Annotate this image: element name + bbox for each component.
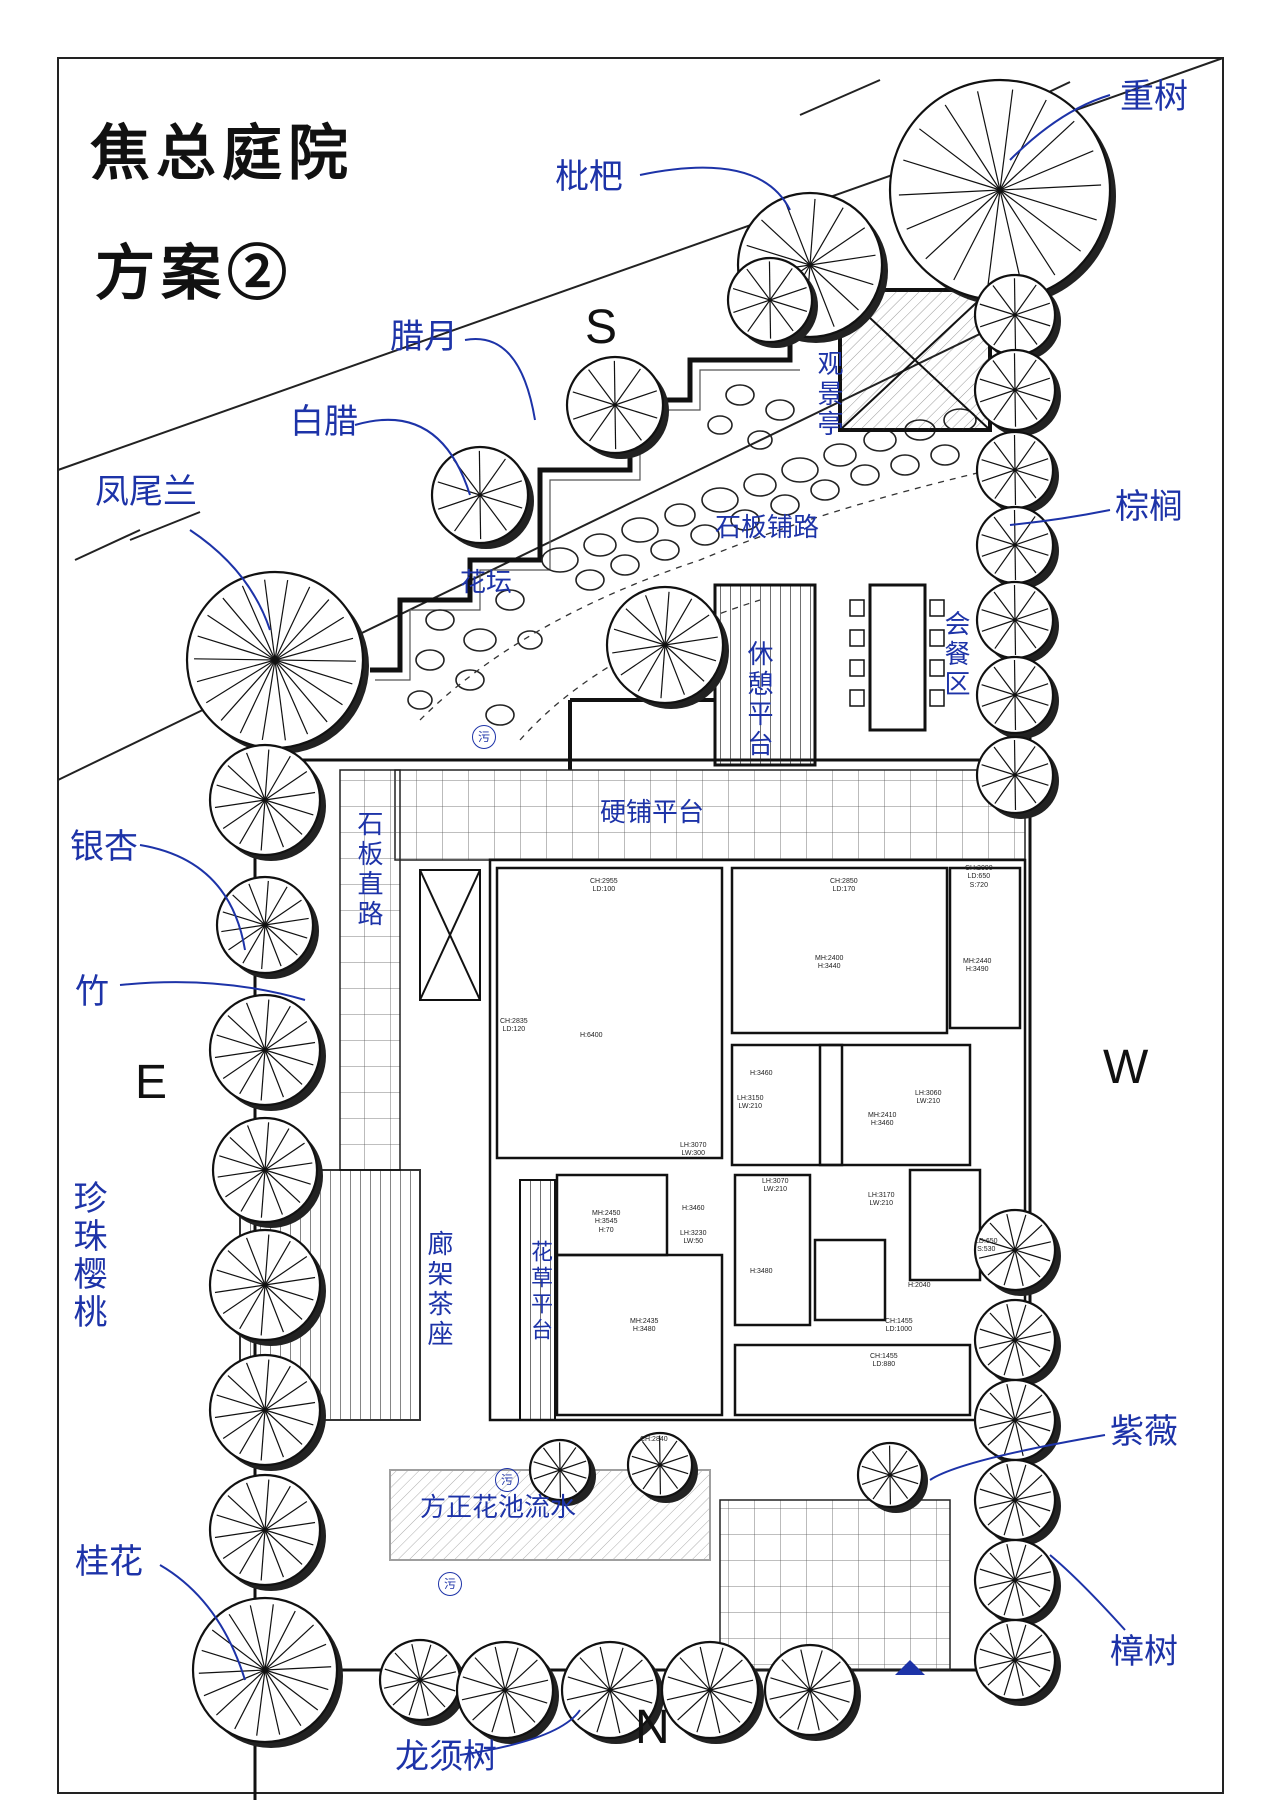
room-note: H:6400: [580, 1032, 603, 1040]
room-note: LH:3170 LW:210: [868, 1192, 894, 1209]
room-note: LD:650 S:530: [975, 1238, 998, 1255]
tree-branch: [1015, 315, 1016, 352]
label-bamboo: 竹: [75, 975, 109, 1009]
label-pavilion: 观景亭: [815, 350, 841, 440]
tree-branch: [615, 405, 616, 449]
room-note: MH:2435 H:3480: [630, 1318, 658, 1335]
label-osmanthus: 桂花: [75, 1545, 143, 1579]
tree-branch: [769, 261, 770, 300]
room-note: LH:3060 LW:210: [915, 1090, 941, 1107]
room-note: CH:2835 LD:120: [500, 1018, 528, 1035]
label-rest-platform: 休憩平台: [745, 640, 771, 760]
tree-branch: [479, 451, 480, 495]
plan-subtitle: 方案②: [95, 225, 293, 312]
room-note: LH:3070 LW:300: [680, 1142, 706, 1159]
room-note: CH:2955 LD:100: [590, 878, 618, 895]
tree-branch: [1015, 390, 1016, 427]
house-plan: [490, 860, 1025, 1420]
label-camphor: 樟树: [1110, 1635, 1178, 1669]
sewer-mark: 污: [438, 1572, 462, 1596]
room-note: H:3480: [750, 1268, 773, 1276]
label-hard-platform: 硬铺平台: [600, 800, 704, 826]
compass-north: N: [635, 1700, 670, 1755]
room-note: H:3460: [682, 1205, 705, 1213]
room-note: LH:3230 LW:50: [680, 1230, 706, 1247]
sewer-mark: 污: [495, 1468, 519, 1492]
label-dragon: 龙须树: [395, 1740, 497, 1774]
room-note: H:3460: [750, 1070, 773, 1078]
label-wintersweet: 腊月: [390, 320, 458, 354]
room-note: MH:2400 H:3440: [815, 955, 843, 972]
room-note: LH:3150 LW:210: [737, 1095, 763, 1112]
room-note: CH:2850 LD:170: [830, 878, 858, 895]
label-flower-terrace: 花草平台: [528, 1240, 550, 1344]
tree-branch: [614, 361, 615, 405]
label-loquat: 枇杷: [555, 160, 623, 194]
label-yucca: 凤尾兰: [95, 475, 197, 509]
label-magnolia: 白腊: [290, 405, 358, 439]
compass-south: S: [585, 300, 617, 355]
label-tea-seat: 廊架茶座: [425, 1230, 451, 1350]
label-crape: 紫薇: [1110, 1415, 1178, 1449]
label-stone-walk: 石板直路: [355, 810, 381, 930]
room-note: LH:3070 LW:210: [762, 1178, 788, 1195]
tree-branch: [480, 495, 481, 539]
label-water: 方正花池流水: [420, 1495, 576, 1521]
tree-branch: [1014, 353, 1015, 390]
label-flower-bed: 花坛: [460, 570, 512, 596]
room-note: CH:1455 LD:880: [870, 1353, 898, 1370]
dining-table: [850, 585, 944, 730]
label-cherry: 珍珠樱桃: [70, 1180, 104, 1332]
room-note: MH:2440 H:3490: [963, 958, 991, 975]
room-note: CH:2090 LD:650 S:720: [965, 865, 993, 890]
label-ginkgo: 银杏: [70, 830, 138, 864]
label-bauhinia: 重树: [1120, 80, 1188, 114]
room-note: CH:1455 LD:1000: [885, 1318, 913, 1335]
sewer-mark: 污: [472, 725, 496, 749]
compass-west: W: [1103, 1040, 1148, 1095]
room-note: CH:2840: [640, 1436, 668, 1444]
entry-paving: [720, 1500, 950, 1670]
room-note: MH:2450 H:3545 H:70: [592, 1210, 620, 1235]
plan-title: 焦总庭院: [90, 105, 354, 192]
tree-branch: [1014, 278, 1015, 315]
hard-platform: [395, 770, 1025, 860]
room-note: MH:2410 H:3460: [868, 1112, 896, 1129]
label-stone-path: 石板铺路: [715, 515, 819, 541]
room-note: H:2040: [908, 1282, 931, 1290]
tree-branch: [770, 300, 771, 339]
compass-east: E: [135, 1055, 167, 1110]
label-dining: 会餐区: [942, 610, 968, 700]
label-palm: 棕榈: [1115, 490, 1183, 524]
